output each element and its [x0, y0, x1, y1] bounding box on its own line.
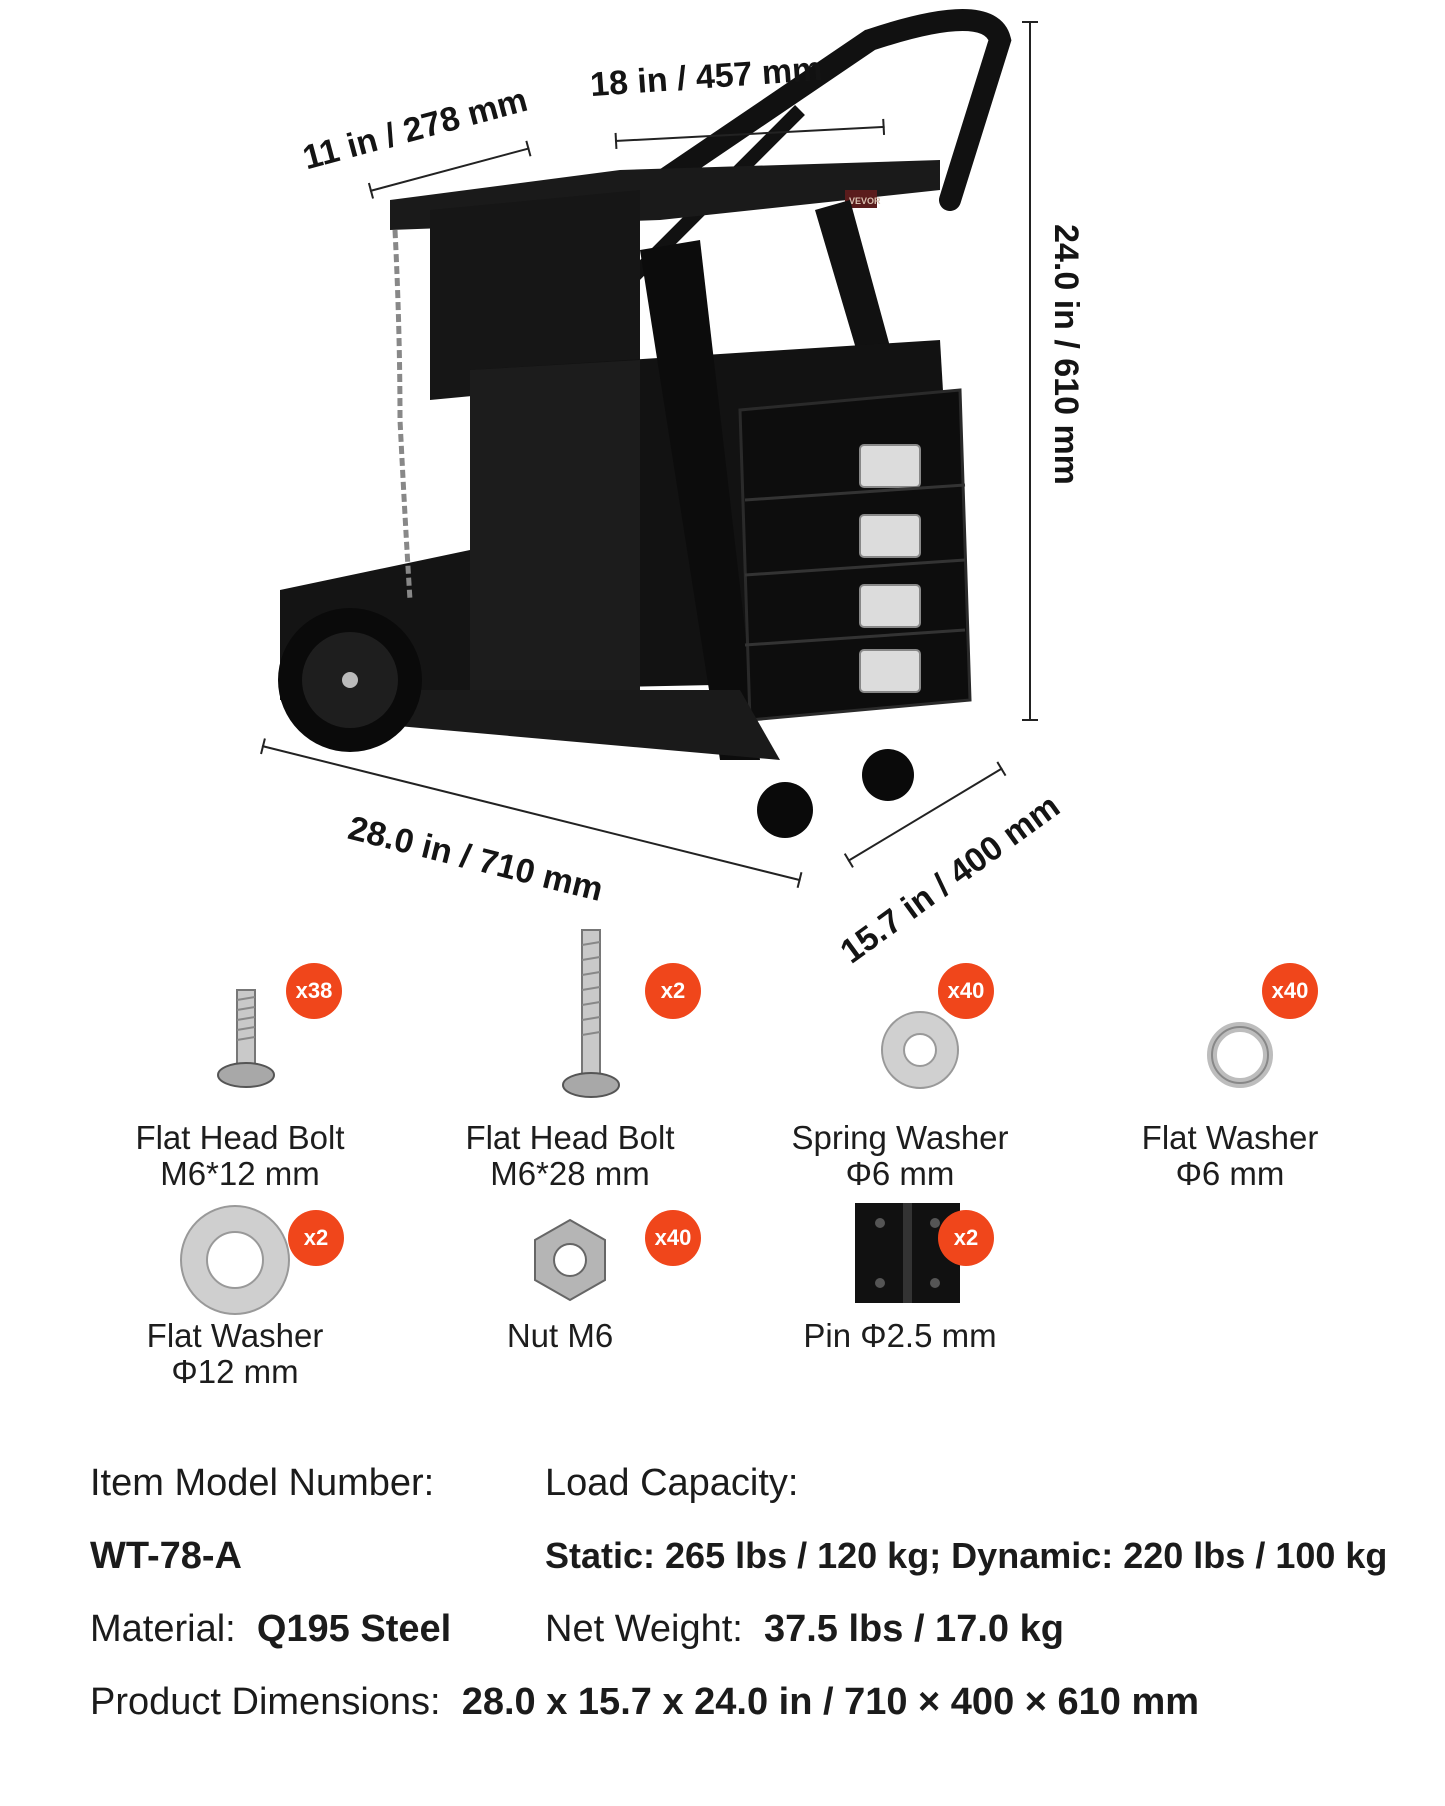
welding-cart-illustration: VEVOR	[278, 9, 1012, 838]
hex-nut-icon	[534, 1218, 606, 1302]
spring-washer-icon	[881, 1011, 959, 1089]
part-label-flat-washer-6: Flat Washer Φ6 mm	[1141, 1119, 1319, 1192]
spec-model-label: Item Model Number:	[90, 1462, 435, 1504]
qty-badge-flat-washer-12: x2	[288, 1210, 344, 1266]
spec-material: Material: Q195 Steel	[90, 1608, 452, 1650]
spec-load-label: Load Capacity:	[545, 1462, 799, 1504]
dim-label-height: 24.0 in / 610 mm	[1046, 224, 1085, 485]
part-label-spring-washer: Spring Washer Φ6 mm	[791, 1119, 1009, 1192]
qty-badge-bolt-12: x38	[286, 963, 342, 1019]
part-label-nut: Nut M6	[506, 1317, 614, 1354]
bolt-short-icon	[217, 989, 275, 1088]
qty-badge-spring-washer: x40	[938, 963, 994, 1019]
part-label-bolt-28: Flat Head Bolt M6*28 mm	[465, 1119, 675, 1192]
qty-badge-bolt-28: x2	[645, 963, 701, 1019]
part-label-hinge: Pin Φ2.5 mm	[803, 1317, 997, 1354]
spec-model-value: WT-78-A	[90, 1535, 242, 1577]
flat-washer-large-icon	[180, 1205, 290, 1315]
spec-dimensions: Product Dimensions: 28.0 x 15.7 x 24.0 i…	[90, 1681, 1200, 1723]
qty-badge-hinge: x2	[938, 1210, 994, 1266]
dim-line-height	[1029, 21, 1031, 721]
part-label-flat-washer-12: Flat Washer Φ12 mm	[146, 1317, 324, 1390]
svg-text:VEVOR: VEVOR	[849, 196, 881, 206]
brand-plate	[845, 190, 877, 208]
bolt-long-icon	[562, 929, 620, 1098]
qty-badge-nut: x40	[645, 1210, 701, 1266]
spec-weight: Net Weight: 37.5 lbs / 17.0 kg	[545, 1608, 1064, 1650]
part-label-bolt-12: Flat Head Bolt M6*12 mm	[135, 1119, 345, 1192]
qty-badge-flat-washer-6: x40	[1262, 963, 1318, 1019]
flat-washer-small-icon	[1207, 1022, 1273, 1088]
spec-load-value: Static: 265 lbs / 120 kg; Dynamic: 220 l…	[545, 1535, 1388, 1576]
